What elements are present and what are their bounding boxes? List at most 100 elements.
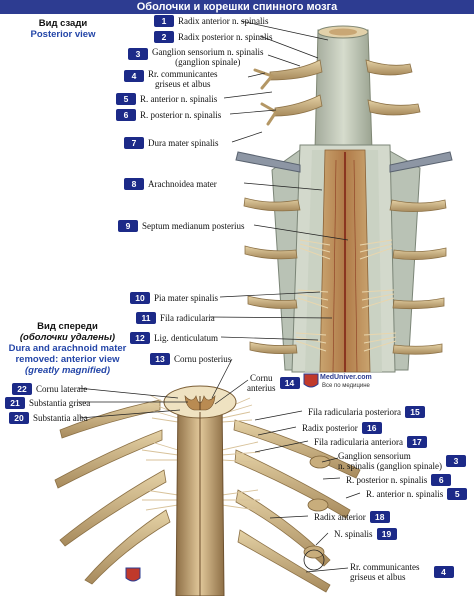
watermark-logo	[125, 373, 319, 582]
label-number: 6	[116, 109, 136, 121]
label-septum-medianum: 9 Septum medianum posterius	[118, 220, 249, 232]
label-text: Fila radicularia anteriora	[314, 437, 403, 447]
leader-lines	[77, 20, 361, 573]
label-text-2: griseus et albus	[155, 79, 211, 89]
label-number: 7	[124, 137, 144, 149]
label-text: Arachnoidea mater	[148, 179, 217, 189]
label-number: 3	[128, 48, 148, 60]
label-text-2: anterius	[247, 383, 276, 393]
label-text-2: n. spinalis (ganglion spinale)	[338, 461, 442, 471]
label-number: 9	[118, 220, 138, 232]
label-number: 17	[406, 436, 427, 448]
page-title: Оболочки и корешки спинного мозга	[0, 0, 474, 14]
label-fila-radicularia: 11 Fila radicularia	[136, 312, 219, 324]
label-text: Radix posterior	[302, 423, 358, 433]
label-lig-denticulatum: 12 Lig. denticulatum	[130, 332, 222, 344]
label-number: 1	[154, 15, 174, 27]
label-number: 19	[376, 528, 397, 540]
anterior-view-ru1: Вид спереди	[37, 321, 98, 332]
label-number: 22	[12, 383, 32, 395]
watermark-subtext: Все по медицине	[322, 383, 370, 389]
label-number: 10	[130, 292, 150, 304]
label-number: 3	[445, 455, 466, 467]
label-number: 21	[5, 397, 25, 409]
anterior-view-ru2: (оболочки удалены)	[19, 332, 116, 343]
label-arachnoidea: 8 Arachnoidea mater	[124, 178, 221, 190]
label-number: 2	[154, 31, 174, 43]
label-text: Substantia grisea	[29, 398, 91, 408]
label-radix-anterior: 1 Radix anterior n. spinalis	[154, 15, 272, 27]
label-number: 11	[136, 312, 156, 324]
label-number: 6	[431, 474, 452, 486]
label-text: Ganglion sensorium	[338, 451, 411, 461]
label-text: Radix anterior n. spinalis	[178, 16, 269, 26]
label-text: Substantia alba	[33, 413, 88, 423]
label-number: 18	[369, 511, 390, 523]
label-radix-posterior: 2 Radix posterior n. spinalis	[154, 31, 277, 43]
watermark-text: MedUniver.com	[320, 374, 372, 381]
label-number: 20	[9, 412, 29, 424]
label-text: Cornu laterale	[36, 384, 88, 394]
label-text: Rr. communicantes	[350, 562, 420, 572]
label-text: R. anterior n. spinalis	[140, 94, 218, 104]
label-number: 13	[150, 353, 170, 365]
label-text: R. posterior n. spinalis	[346, 475, 428, 485]
label-text: Fila radicularia	[160, 313, 215, 323]
label-text-2: (ganglion spinale)	[175, 57, 241, 67]
label-text: Septum medianum posterius	[142, 221, 245, 231]
label-number: 4	[433, 566, 454, 578]
label-cornu-laterale: 22 Cornu laterale	[12, 383, 91, 395]
anterior-view-en3: (greatly magnified)	[25, 365, 110, 376]
label-text: Ganglion sensorium n. spinalis	[152, 47, 264, 57]
label-text: R. posterior n. spinalis	[140, 110, 222, 120]
label-text: Radix anterior	[314, 512, 366, 522]
label-text: Cornu	[250, 373, 273, 383]
label-number: 8	[124, 178, 144, 190]
label-number: 12	[130, 332, 150, 344]
label-text: Dura mater spinalis	[148, 138, 219, 148]
posterior-view-ru: Вид сзади	[38, 18, 88, 29]
label-text-2: griseus et albus	[350, 572, 406, 582]
label-number: 16	[361, 422, 382, 434]
label-text: Cornu posterius	[174, 354, 232, 364]
label-number: 14	[279, 377, 300, 389]
label-text: Pia mater spinalis	[154, 293, 218, 303]
anterior-view-segment	[54, 385, 361, 596]
anterior-view-en1: Dura and arachnoid mater	[8, 343, 127, 354]
label-pia-mater: 10 Pia mater spinalis	[130, 292, 222, 304]
label-text: Lig. denticulatum	[154, 333, 218, 343]
label-dura-mater: 7 Dura mater spinalis	[124, 137, 222, 149]
label-number: 5	[116, 93, 136, 105]
label-substantia-grisea: 21 Substantia grisea	[5, 397, 94, 409]
label-r-posterior: 6 R. posterior n. spinalis	[116, 109, 225, 121]
label-text: Radix posterior n. spinalis	[178, 32, 273, 42]
anterior-view-heading: Вид спереди (оболочки удалены) Dura and …	[0, 321, 135, 376]
label-number: 15	[404, 406, 425, 418]
posterior-view-heading: Вид сзади Posterior view	[8, 18, 118, 40]
label-number: 5	[447, 488, 468, 500]
label-text: N. spinalis	[334, 529, 373, 539]
label-cornu-posterius: 13 Cornu posterius	[150, 353, 235, 365]
anterior-view-en2: removed: anterior view	[15, 354, 120, 365]
label-substantia-alba: 20 Substantia alba	[9, 412, 92, 424]
label-r-anterior: 5 R. anterior n. spinalis	[116, 93, 221, 105]
posterior-view-en: Posterior view	[30, 29, 96, 40]
label-text: R. anterior n. spinalis	[366, 489, 444, 499]
label-text: Fila radicularia posteriora	[308, 407, 401, 417]
posterior-view-cord	[235, 25, 453, 373]
label-ganglion-sensorium: 3 Ganglion sensorium n. spinalis(ganglion…	[128, 47, 268, 67]
label-number: 4	[124, 70, 144, 82]
